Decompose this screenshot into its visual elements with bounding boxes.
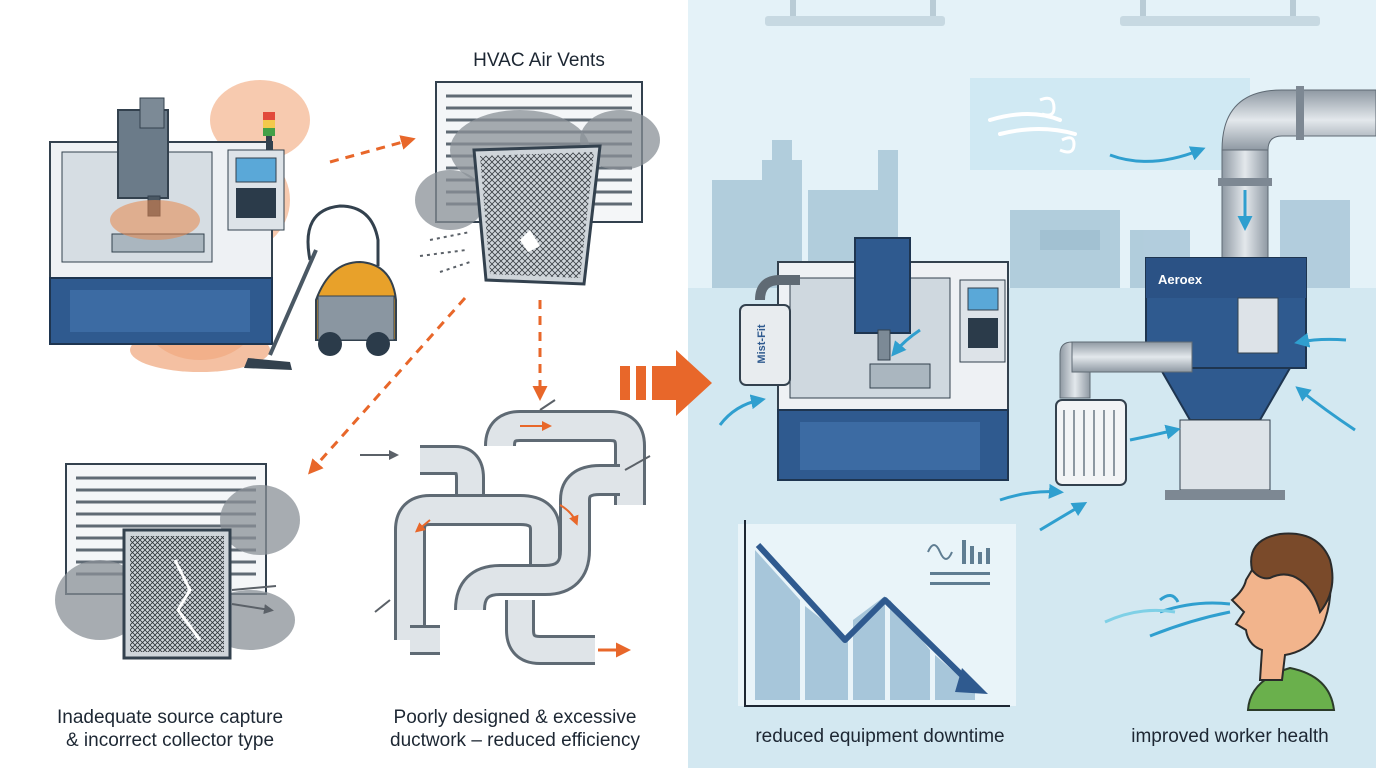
airflow-top-icon (970, 78, 1250, 170)
hvac-vents-title: HVAC Air Vents (473, 50, 605, 71)
caption-ductwork: Poorly designed & excessive ductwork – r… (360, 706, 670, 752)
caption-ductwork-line1: Poorly designed & excessive (393, 707, 637, 728)
clogged-vent-icon (415, 81, 660, 286)
caption-source-capture: Inadequate source capture & incorrect co… (20, 706, 320, 752)
dust-collector-icon (999, 257, 1356, 532)
caption-source-capture-line2: & incorrect collector type (65, 730, 275, 751)
mist-fit-brand: Mist-Fit (756, 324, 768, 364)
vacuum-cleaner-icon (244, 204, 397, 370)
caption-source-capture-line1: Inadequate source capture (56, 707, 284, 728)
arrow-to-filter (308, 297, 467, 475)
caption-health: improved worker health (1131, 726, 1329, 747)
worker-face-icon (1104, 532, 1336, 711)
clogged-filter-icon (55, 463, 300, 660)
downtime-chart-icon (738, 520, 1016, 707)
tangled-ductwork-icon (360, 399, 651, 665)
transition-arrow-icon (620, 350, 712, 416)
cnc-machine-icon (49, 80, 310, 372)
arrow-to-vents (329, 135, 416, 164)
aeroex-brand: Aeroex (1158, 272, 1203, 287)
mist-collector-machine-icon (718, 237, 1009, 481)
solution-panel (688, 0, 1376, 768)
caption-ductwork-line2: ductwork – reduced efficiency (390, 730, 640, 751)
caption-downtime: reduced equipment downtime (755, 726, 1005, 747)
